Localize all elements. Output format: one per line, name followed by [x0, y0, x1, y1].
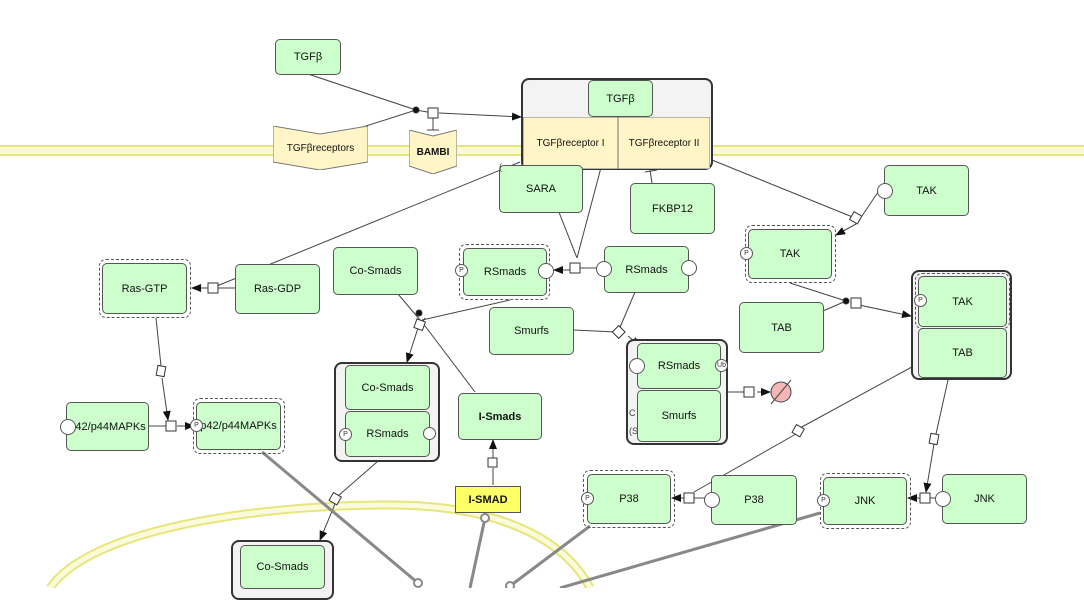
- tak-state-variable: [877, 183, 893, 199]
- jnk-phospho[interactable]: JNK: [823, 477, 907, 525]
- smurfs-in-complex[interactable]: Smurfs: [637, 390, 721, 442]
- jnk-phospho-state: P: [817, 494, 830, 507]
- complex-ghost-label-2: (S: [629, 426, 638, 436]
- tgfb-receptor-2[interactable]: TGFβreceptor II: [618, 117, 710, 169]
- tgfb-receptor-1[interactable]: TGFβreceptor I: [523, 117, 618, 169]
- rsmads-complex-state: P: [339, 428, 352, 441]
- tgfb-ligand[interactable]: TGFβ: [275, 39, 341, 75]
- p42-p44-mapks[interactable]: p42/p44MAPKs: [66, 402, 149, 451]
- tgfb-receptors-label: TGFβreceptors: [286, 142, 355, 154]
- bambi-label: BAMBI: [416, 146, 450, 158]
- nucleus-membrane: [46, 500, 594, 588]
- fkbp12[interactable]: FKBP12: [630, 183, 715, 234]
- jnk[interactable]: JNK: [942, 474, 1027, 524]
- rsmads-site-right: [681, 260, 697, 276]
- rsmads-phospho-state: P: [455, 264, 468, 277]
- p38-state-variable: [704, 492, 720, 508]
- tgfb-receptor-1-label: TGFβreceptor I: [536, 137, 605, 149]
- degradation-symbol: [770, 379, 792, 405]
- ras-gdp[interactable]: Ras-GDP: [235, 264, 320, 314]
- complex-ghost-label: C: [629, 408, 636, 418]
- p38[interactable]: P38: [711, 475, 797, 525]
- p38-phospho-state: P: [581, 492, 594, 505]
- receptor-shape: [409, 130, 457, 174]
- co-smads-in-complex[interactable]: Co-Smads: [345, 365, 430, 410]
- tab-in-complex[interactable]: TAB: [918, 328, 1007, 378]
- rsmads-ub-site: [629, 358, 645, 374]
- co-smads[interactable]: Co-Smads: [333, 247, 418, 295]
- tak-phospho-state: P: [740, 247, 753, 260]
- rsmads-ub[interactable]: RSmads: [637, 343, 721, 389]
- rsmads-phospho-site: [538, 263, 554, 279]
- tak-complex-state: P: [914, 294, 927, 307]
- rsmads-in-complex[interactable]: RSmads: [345, 411, 430, 457]
- tab[interactable]: TAB: [739, 302, 824, 353]
- jnk-state-variable: [935, 491, 951, 507]
- sara[interactable]: SARA: [499, 165, 583, 213]
- sara-ghost-mark: (: [499, 162, 502, 172]
- p42-p44-mapks-phospho[interactable]: p42/p44MAPKs: [196, 402, 281, 450]
- smurfs[interactable]: Smurfs: [489, 307, 574, 355]
- tak-free[interactable]: TAK: [884, 165, 969, 216]
- i-smads[interactable]: I-Smads: [458, 393, 542, 440]
- rsmads-phospho[interactable]: RSmads: [463, 248, 547, 296]
- ras-gtp[interactable]: Ras-GTP: [102, 263, 187, 314]
- transcription-edges: [261, 450, 821, 588]
- ras-gtp-multimer[interactable]: [99, 259, 191, 318]
- rsmads-site-left: [596, 261, 612, 277]
- rsmads-ub-state: Ub: [715, 359, 728, 372]
- co-smads-nuclear[interactable]: Co-Smads: [240, 545, 325, 589]
- process-glyphs: [155, 106, 940, 506]
- tak-phospho[interactable]: TAK: [748, 229, 832, 279]
- p38-phospho[interactable]: P38: [587, 474, 671, 524]
- tgfb-receptor-2-label: TGFβreceptor II: [628, 137, 700, 149]
- bambi[interactable]: BAMBI: [409, 130, 457, 174]
- tgfb-bound-ligand[interactable]: TGFβ: [588, 80, 653, 117]
- tgfb-receptors[interactable]: TGFβreceptors: [273, 126, 368, 170]
- rsmads-complex-site: [423, 427, 436, 440]
- p42-phospho-state: P: [190, 419, 203, 432]
- rsmads[interactable]: RSmads: [604, 246, 689, 293]
- receptor-shape: [618, 117, 710, 169]
- receptor-shape: [273, 126, 368, 170]
- i-smad-gene[interactable]: I-SMAD: [455, 486, 521, 513]
- receptor-shape: [523, 117, 618, 169]
- tak-in-complex[interactable]: TAK: [918, 276, 1007, 327]
- p42-state-variable: [60, 419, 76, 435]
